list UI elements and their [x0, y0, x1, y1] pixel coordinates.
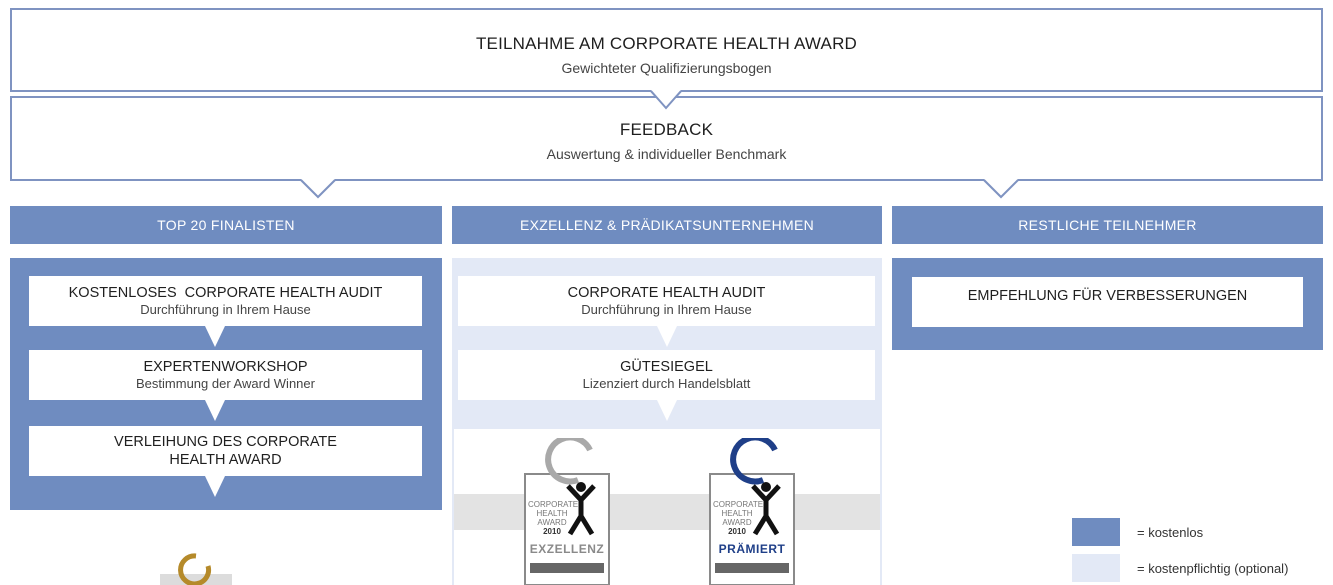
- card-free-audit-subtitle: Durchführung in Ihrem Hause: [140, 302, 311, 317]
- legend-item-paid: = kostenpflichtig (optional): [1072, 554, 1322, 582]
- card-recommendations: EMPFEHLUNG FÜR VERBESSERUNGEN: [912, 277, 1303, 327]
- feedback-title: FEEDBACK: [619, 120, 714, 139]
- card-quality-seal-title: GÜTESIEGEL: [620, 359, 713, 375]
- card-quality-seal: GÜTESIEGEL Lizenziert durch Handelsblatt: [458, 350, 875, 400]
- seal-awarded-label: PRÄMIERT: [718, 542, 786, 556]
- seal-awarded-year: 2010: [728, 527, 746, 536]
- gold-award-logo-fragment: [160, 553, 232, 585]
- legend: = kostenlos = kostenpflichtig (optional): [1072, 518, 1322, 582]
- notch-arrow-feedback-left: [297, 178, 339, 199]
- legend-swatch-free: [1072, 518, 1120, 546]
- card-award-ceremony-title: VERLEIHUNG DES CORPORATE: [114, 434, 337, 450]
- card-audit: CORPORATE HEALTH AUDIT Durchführung in I…: [458, 276, 875, 326]
- legend-swatch-paid: [1072, 554, 1120, 582]
- seal-awarded: CORPORATE HEALTH AWARD 2010 PRÄMIERT: [709, 438, 795, 585]
- feedback-box: FEEDBACK Auswertung & individueller Benc…: [10, 96, 1323, 181]
- seal-excellence: CORPORATE HEALTH AWARD 2010 EXZELLENZ: [524, 438, 610, 585]
- legend-label-paid: = kostenpflichtig (optional): [1137, 560, 1289, 576]
- seal-excellence-line-2: HEALTH: [536, 509, 568, 518]
- seal-excellence-label: EXZELLENZ: [529, 542, 605, 556]
- card-expert-workshop: EXPERTENWORKSHOP Bestimmung der Award Wi…: [29, 350, 422, 400]
- seal-excellence-line-1: CORPORATE: [528, 500, 579, 509]
- legend-item-free: = kostenlos: [1072, 518, 1322, 546]
- seal-awarded-line-1: CORPORATE: [713, 500, 764, 509]
- card-award-ceremony-title-line2: HEALTH AWARD: [169, 452, 282, 468]
- notch-arrow-feedback-right: [980, 178, 1022, 199]
- card-quality-seal-subtitle: Lizenziert durch Handelsblatt: [582, 376, 751, 391]
- legend-label-free: = kostenlos: [1137, 524, 1204, 540]
- card-free-audit: KOSTENLOSES CORPORATE HEALTH AUDIT Durch…: [29, 276, 422, 326]
- participation-title: TEILNAHME AM CORPORATE HEALTH AWARD: [475, 34, 858, 53]
- card-free-audit-title: KOSTENLOSES CORPORATE HEALTH AUDIT: [68, 285, 383, 301]
- card-expert-workshop-title: EXPERTENWORKSHOP: [143, 359, 308, 375]
- feedback-subtitle: Auswertung & individueller Benchmark: [546, 146, 787, 162]
- seal-excellence-line-3: AWARD: [537, 518, 567, 527]
- seal-awarded-line-3: AWARD: [722, 518, 752, 527]
- seal-band: [454, 494, 880, 530]
- participation-box: TEILNAHME AM CORPORATE HEALTH AWARD Gewi…: [10, 8, 1323, 92]
- card-audit-subtitle: Durchführung in Ihrem Hause: [581, 302, 752, 317]
- column-header-excellence: EXZELLENZ & PRÄDIKATSUNTERNEHMEN: [452, 206, 882, 244]
- participation-subtitle: Gewichteter Qualifizierungsbogen: [561, 60, 772, 76]
- card-expert-workshop-subtitle: Bestimmung der Award Winner: [136, 376, 315, 391]
- column-header-remaining: RESTLICHE TEILNEHMER: [892, 206, 1323, 244]
- column-header-top20: TOP 20 FINALISTEN: [10, 206, 442, 244]
- card-recommendations-title: EMPFEHLUNG FÜR VERBESSERUNGEN: [967, 288, 1248, 304]
- card-audit-title: CORPORATE HEALTH AUDIT: [567, 285, 766, 301]
- card-award-ceremony: VERLEIHUNG DES CORPORATE HEALTH AWARD: [29, 426, 422, 476]
- seal-awarded-line-2: HEALTH: [721, 509, 753, 518]
- seal-excellence-year: 2010: [543, 527, 561, 536]
